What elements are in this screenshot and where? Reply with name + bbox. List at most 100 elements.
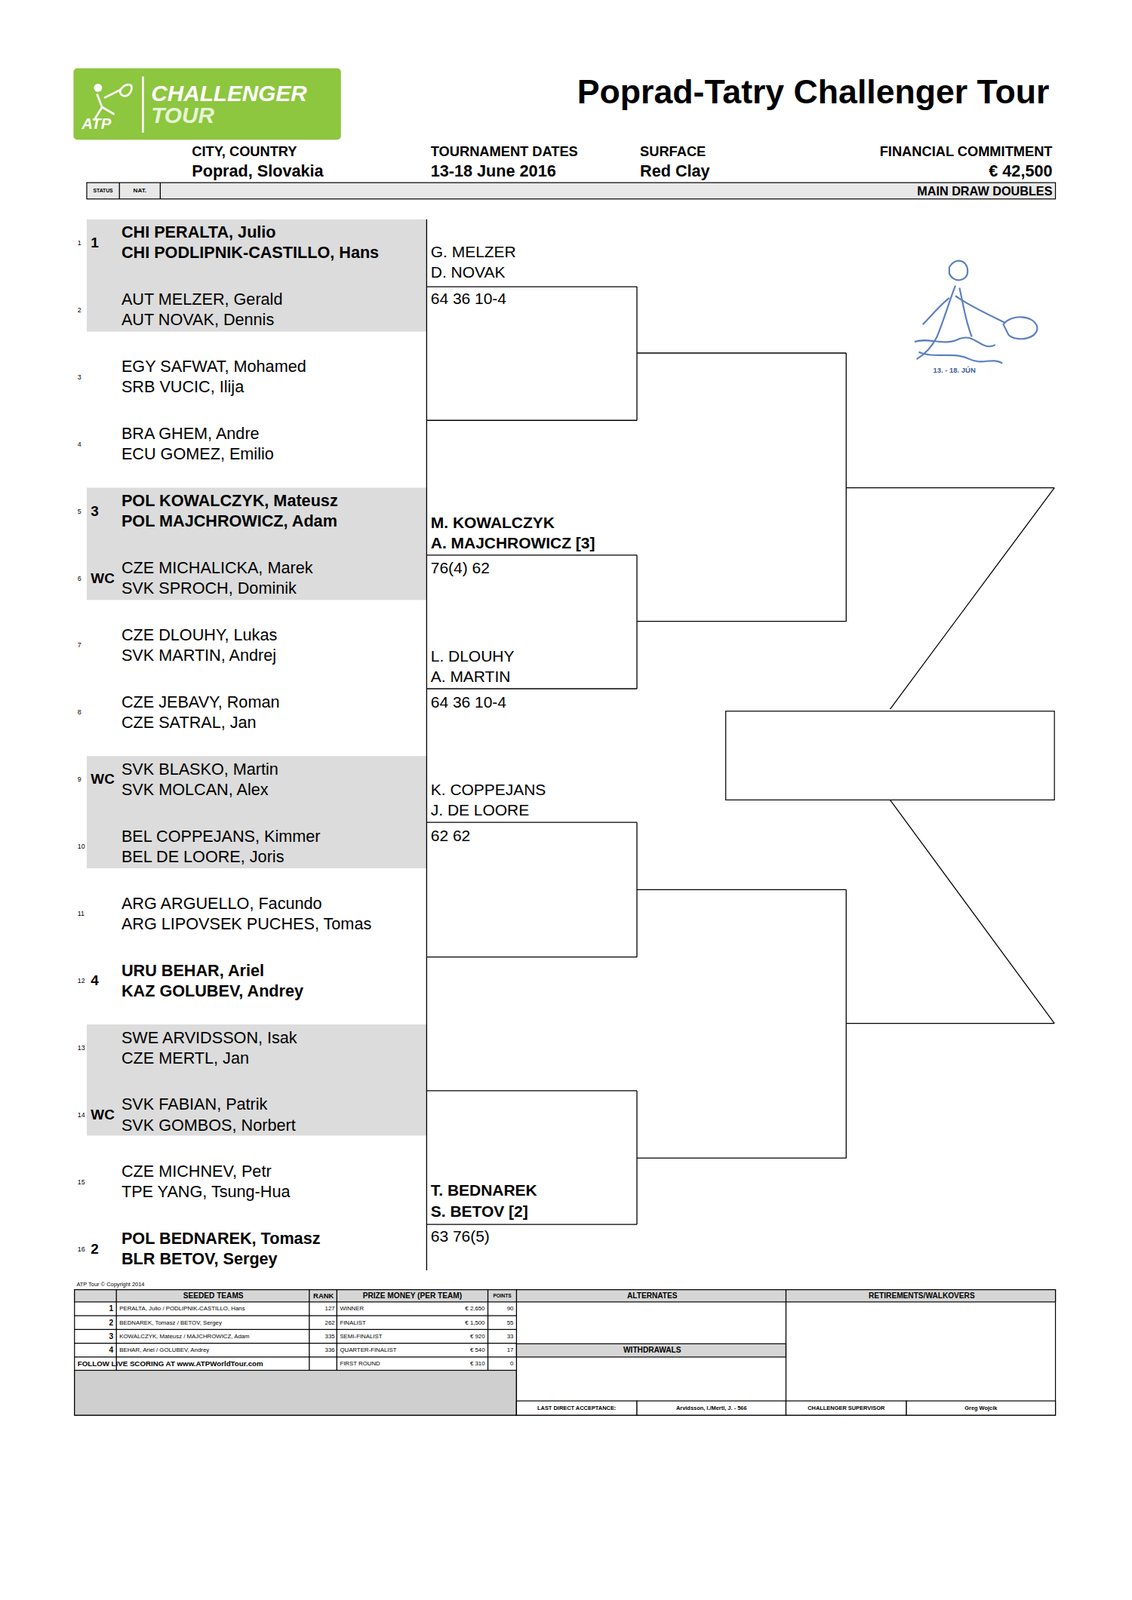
seeded-team: BEDNAREK, Tomasz / BETOV, Sergey <box>119 1319 222 1327</box>
player-name: CHI PERALTA, Julio <box>121 223 277 243</box>
bracket-line <box>487 1290 489 1372</box>
bracket-line <box>845 487 1055 489</box>
footer-table <box>74 1290 1056 1416</box>
logo-glyph <box>119 84 132 96</box>
tournament-logo <box>922 298 950 325</box>
draw-position: 16 <box>77 1245 86 1254</box>
tournament-logo <box>918 352 1003 364</box>
bracket-line <box>636 1158 846 1160</box>
draw-position: 12 <box>77 977 86 985</box>
table-heading: POINTS <box>492 1293 511 1299</box>
team-entry: 13SWE ARVIDSSON, IsakCZE MERTL, Jan <box>76 1025 425 1071</box>
prize-amount: € 310 <box>470 1361 486 1369</box>
pair-band <box>86 756 427 869</box>
player-name: BEL DE LOORE, Joris <box>121 847 285 867</box>
field-heading: TOURNAMENT DATES <box>430 143 579 160</box>
match-score: 62 62 <box>430 827 471 846</box>
points-value: 33 <box>507 1333 514 1341</box>
field-value: Poprad, Slovakia <box>191 162 323 182</box>
player-name: CZE SATRAL, Jan <box>121 713 257 733</box>
player-name: EGY SAFWAT, Mohamed <box>121 357 307 377</box>
tournament-logo <box>959 287 972 337</box>
table-heading: PRIZE MONEY (PER TEAM) <box>362 1291 462 1302</box>
match-score: 64 36 10-4 <box>430 289 507 308</box>
winner-name: T. BEDNAREK <box>430 1181 538 1200</box>
seed-number: 4 <box>109 1346 114 1356</box>
bracket-line <box>785 1290 787 1402</box>
team-entry: 11ARG ARGUELLO, FacundoARG LIPOVSEK PUCH… <box>76 891 425 937</box>
player-name: CZE MICHNEV, Petr <box>121 1162 272 1182</box>
team-entry: 14WCSVK FABIAN, PatrikSVK GOMBOS, Norber… <box>76 1092 425 1139</box>
bracket-line <box>636 555 637 690</box>
footer-value: Greg Wojcik <box>964 1405 997 1412</box>
winner-name: A. MAJCHROWICZ [3] <box>430 534 596 553</box>
bracket-line <box>426 554 637 556</box>
team-rank: 262 <box>325 1319 336 1327</box>
player-name: BEL COPPEJANS, Kimmer <box>121 827 321 846</box>
player-name: BLR BETOV, Sergey <box>121 1250 278 1270</box>
draw-position: 5 <box>77 507 82 516</box>
table-heading: WITHDRAWALS <box>623 1346 682 1356</box>
draw-position: 6 <box>77 574 82 582</box>
bracket-line <box>426 1090 637 1092</box>
seed-status: WC <box>90 771 115 788</box>
logo-date: 13. - 18. JÚN <box>933 366 976 376</box>
seed-number: 2 <box>109 1319 114 1329</box>
player-name: ARG LIPOVSEK PUCHES, Tomas <box>121 914 372 934</box>
draw-position: 11 <box>77 910 85 918</box>
bracket-line <box>336 1290 338 1372</box>
bracket-line <box>74 1315 517 1317</box>
bracket-line <box>426 956 637 958</box>
footer-value: Arvidsson, I./Mertl, J. - 566 <box>676 1405 748 1412</box>
prize-amount: € 1,500 <box>464 1319 485 1327</box>
draw-position: 10 <box>77 842 86 851</box>
draw-position: 8 <box>77 708 82 717</box>
footer-field: LAST DIRECT ACCEPTANCE: <box>537 1405 616 1412</box>
team-entry: 124URU BEHAR, ArielKAZ GOLUBEV, Andrey <box>76 958 425 1004</box>
draw-position: 4 <box>77 440 82 449</box>
bracket-line <box>74 1356 517 1358</box>
prize-amount: € 2,650 <box>464 1306 485 1314</box>
player-name: BRA GHEM, Andre <box>121 424 260 444</box>
draw-name: MAIN DRAW DOUBLES <box>916 184 1053 199</box>
draw-position: 13 <box>77 1044 86 1053</box>
bracket-line <box>426 688 637 690</box>
winner-name: G. MELZER <box>430 243 517 262</box>
tournament-logo <box>914 337 996 347</box>
player-name: SVK FABIAN, Patrik <box>121 1095 268 1115</box>
prize-round: FIRST ROUND <box>339 1361 380 1369</box>
team-rank: 336 <box>325 1347 336 1355</box>
pair-band <box>86 219 427 333</box>
bracket-line <box>119 182 120 200</box>
logo-glyph <box>141 76 145 133</box>
team-rank: 335 <box>325 1333 336 1341</box>
field-heading: CITY, COUNTRY <box>191 143 297 160</box>
player-name: SWE ARVIDSSON, Isak <box>121 1028 298 1048</box>
bracket-line <box>74 1329 517 1331</box>
team-entry: 8CZE JEBAVY, RomanCZE SATRAL, Jan <box>76 690 425 736</box>
player-name: POL BEDNAREK, Tomasz <box>121 1230 321 1249</box>
draw-position: 1 <box>77 239 82 247</box>
live-scoring-note: FOLLOW LIVE SCORING AT www.ATPWorldTour.… <box>77 1360 264 1369</box>
bracket-line <box>74 1343 517 1345</box>
winner-name: S. BETOV [2] <box>430 1202 529 1221</box>
logo-text: ATP <box>81 115 111 133</box>
bracket-line <box>159 182 161 200</box>
team-entry: 9WCSVK BLASKO, MartinSVK MOLCAN, Alex <box>76 757 425 803</box>
draw-position: 15 <box>77 1178 86 1187</box>
team-entry: 53POL KOWALCZYK, MateuszPOL MAJCHROWICZ,… <box>76 489 425 535</box>
footer-header-row <box>74 1290 1056 1303</box>
logo-text: TOUR <box>150 102 215 129</box>
winner-name: L. DLOUHY <box>430 647 515 666</box>
pair-band <box>86 488 427 601</box>
logo-glyph <box>104 89 121 99</box>
prize-round: WINNER <box>339 1306 364 1314</box>
match-score: 76(4) 62 <box>430 559 490 578</box>
seed-number: 1 <box>109 1305 114 1315</box>
champion-box <box>725 711 1056 801</box>
copyright: ATP Tour © Copyright 2014 <box>76 1282 145 1289</box>
team-entry: 10 BEL COPPEJANS, KimmerBEL DE LOORE, Jor… <box>76 824 425 871</box>
bracket-line <box>426 219 428 1271</box>
field-value: Red Clay <box>639 162 711 182</box>
